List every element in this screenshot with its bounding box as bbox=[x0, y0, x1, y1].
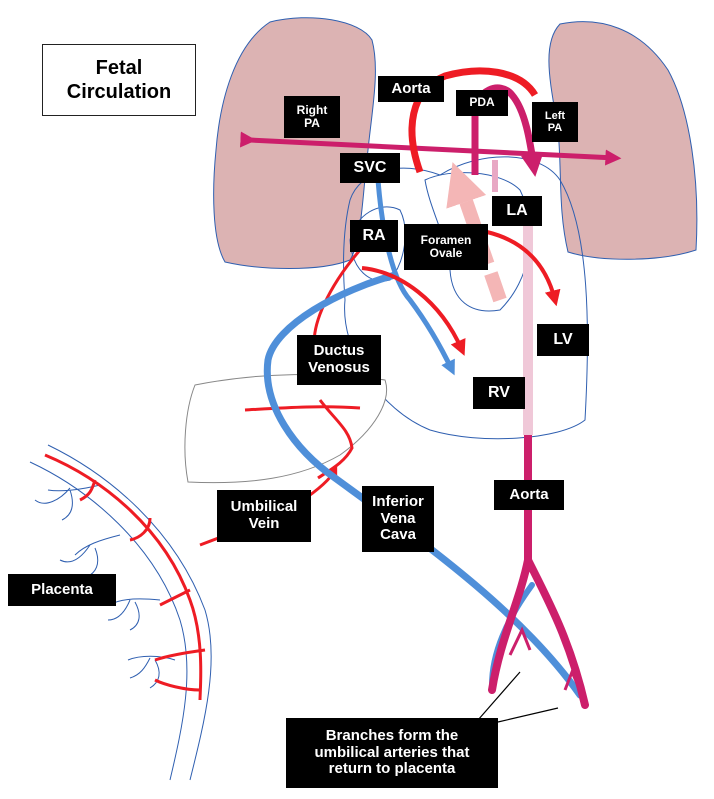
label-aorta-bottom: Aorta bbox=[494, 480, 564, 510]
diagram-title: Fetal Circulation bbox=[42, 44, 196, 116]
label-la: LA bbox=[492, 196, 542, 226]
label-ra: RA bbox=[350, 220, 398, 252]
label-pda: PDA bbox=[456, 90, 508, 116]
label-umbilical-vein: Umbilical Vein bbox=[217, 490, 311, 542]
aorta-right-branch bbox=[524, 556, 589, 709]
label-aorta-top: Aorta bbox=[378, 76, 444, 102]
label-ductus-venosus: Ductus Venosus bbox=[297, 335, 381, 385]
label-svc: SVC bbox=[340, 153, 400, 183]
label-foramen-ovale: Foramen Ovale bbox=[404, 224, 488, 270]
label-placenta: Placenta bbox=[8, 574, 116, 606]
umbilical-artery-stub-right bbox=[563, 668, 582, 691]
pulmonary-artery-arrow bbox=[240, 131, 622, 166]
pointer-line-left bbox=[477, 671, 521, 721]
la-to-lv-arrow bbox=[486, 230, 561, 307]
label-right-pa: Right PA bbox=[284, 96, 340, 138]
umbilical-artery-stub-left bbox=[508, 626, 532, 656]
placenta-villi bbox=[29, 444, 212, 781]
label-left-pa: Left PA bbox=[532, 102, 578, 142]
label-lv: LV bbox=[537, 324, 589, 356]
aortic-arch bbox=[408, 67, 538, 174]
label-umbilical-arteries: Branches form the umbilical arteries tha… bbox=[286, 718, 498, 788]
label-rv: RV bbox=[473, 377, 525, 409]
ra-to-rv-arrow bbox=[361, 266, 466, 356]
pointer-line-right bbox=[497, 707, 559, 723]
inferior-vena-cava bbox=[263, 271, 584, 699]
label-inferior-vena-cava: Inferior Vena Cava bbox=[362, 486, 434, 552]
